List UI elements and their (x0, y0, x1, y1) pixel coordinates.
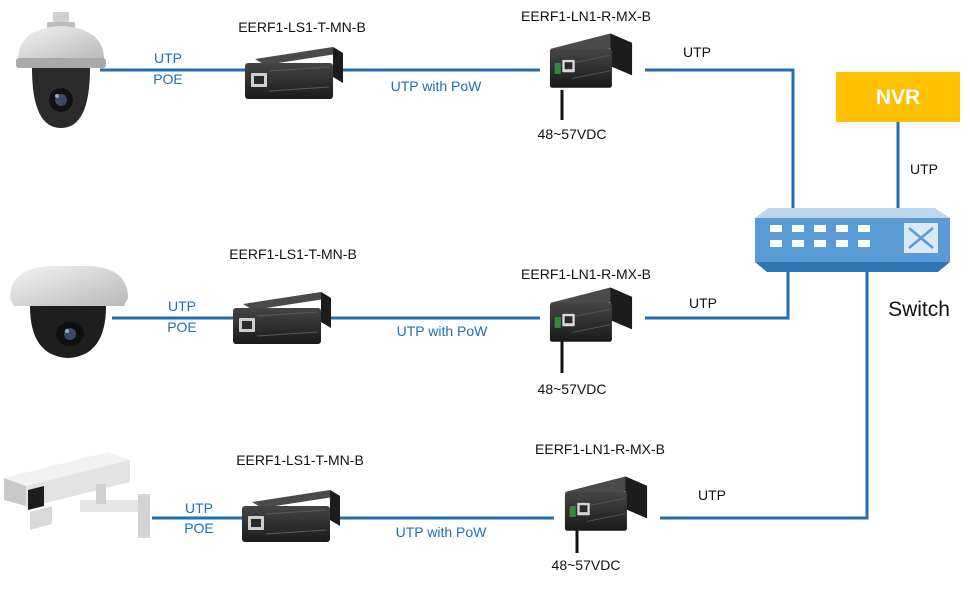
row2-power: 48~57VDC (538, 381, 607, 397)
switch-arrows-icon (908, 227, 934, 249)
row1-camera-link-top: UTP (154, 50, 182, 66)
cable-receiver3-switch (660, 270, 869, 520)
row1-receiver-model: EERF1-LN1-R-MX-B (521, 8, 651, 24)
row2-camera-link-top: UTP (168, 298, 196, 314)
transmitter-row2-icon (233, 292, 332, 345)
row2-middle-link: UTP with PoW (397, 323, 489, 339)
row1-transmitter-model: EERF1-LS1-T-MN-B (238, 19, 366, 35)
nvr-box-icon (836, 72, 960, 122)
row2-receiver-model: EERF1-LN1-R-MX-B (521, 266, 651, 282)
transmitter-row3-icon (242, 490, 341, 543)
row3-camera-link-top: UTP (185, 500, 213, 516)
receiver-row3-icon (564, 476, 648, 532)
row3-transmitter-model: EERF1-LS1-T-MN-B (236, 452, 364, 468)
bullet-box-camera-icon (4, 452, 150, 538)
nvr-label: NVR (876, 86, 920, 109)
row2-camera-link-bottom: POE (167, 319, 197, 335)
row3-switch-link: UTP (698, 487, 726, 503)
row1-power: 48~57VDC (538, 126, 607, 142)
cables (100, 68, 900, 520)
row1-camera-link-bottom: POE (153, 71, 183, 87)
transmitter-row1-icon (245, 47, 344, 100)
row1-middle-link: UTP with PoW (391, 78, 483, 94)
dome-camera-icon (10, 266, 128, 358)
ptz-dome-camera-icon (16, 12, 106, 128)
power-leads (560, 90, 579, 553)
nvr-link-label: UTP (910, 161, 938, 177)
row1-switch-link: UTP (683, 44, 711, 60)
row2-switch-link: UTP (689, 295, 717, 311)
switch-ports (770, 225, 870, 247)
row2-transmitter-model: EERF1-LS1-T-MN-B (229, 246, 357, 262)
switch-label: Switch (888, 298, 950, 321)
cable-receiver2-switch (645, 270, 790, 320)
network-switch-icon (755, 208, 950, 272)
labels: UTP POE EERF1-LS1-T-MN-B UTP with PoW EE… (153, 8, 950, 573)
receiver-row2-icon (549, 287, 633, 343)
cable-receiver1-switch (645, 68, 795, 215)
row3-receiver-model: EERF1-LN1-R-MX-B (535, 441, 665, 457)
row3-power: 48~57VDC (552, 557, 621, 573)
row3-camera-link-bottom: POE (184, 520, 214, 536)
receiver-row1-icon (549, 33, 633, 89)
row3-middle-link: UTP with PoW (396, 524, 488, 540)
